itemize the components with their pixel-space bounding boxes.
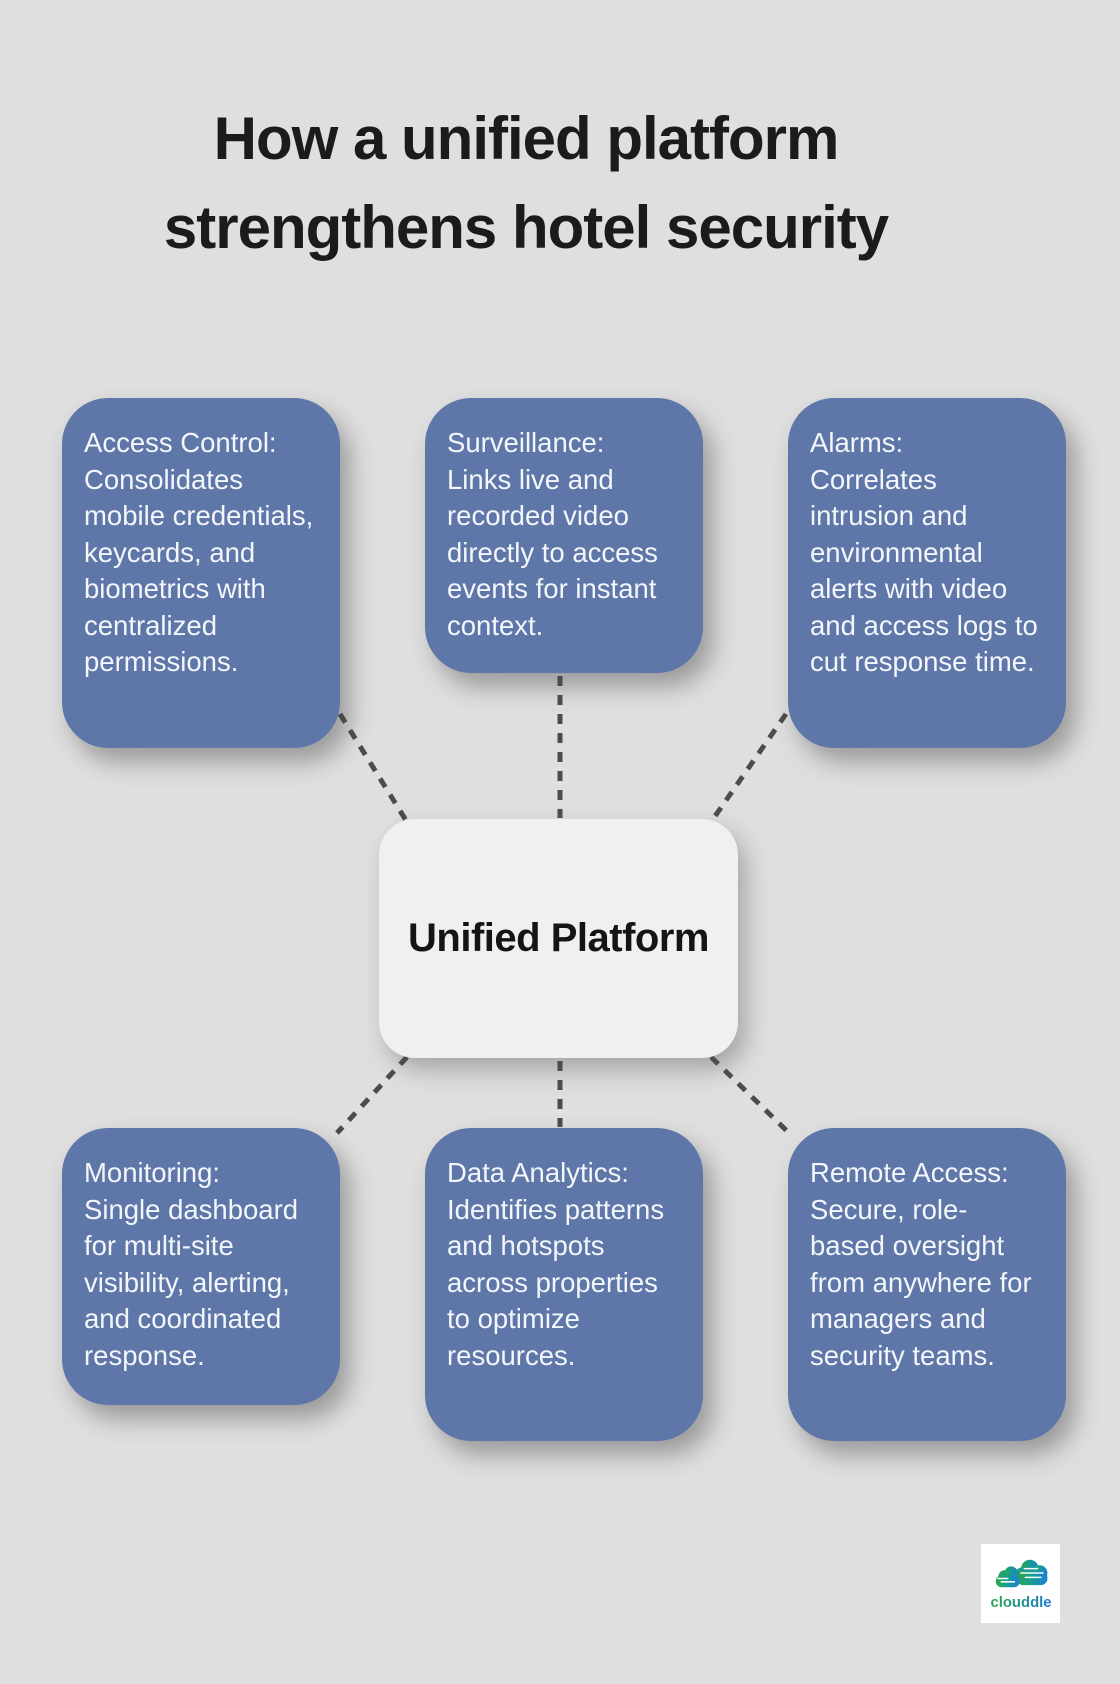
- connector-top-right: [708, 712, 789, 824]
- node-heading: Alarms:: [810, 427, 904, 458]
- page-title-line1: How a unified platform: [213, 105, 840, 172]
- node-body: Single dashboard for multi-site visibili…: [84, 1193, 299, 1371]
- node-access-control: Access Control: Consolidates mobile cred…: [62, 398, 340, 748]
- clouddle-brand-text: clouddle: [990, 1595, 1051, 1611]
- node-body: Secure, role-based oversight from anywhe…: [810, 1193, 1032, 1371]
- node-heading: Remote Access:: [810, 1157, 1009, 1188]
- connector-bottom-right: [709, 1055, 791, 1135]
- page-title-line2: strengthens hotel security: [163, 194, 889, 261]
- node-body: Links live and recorded video directly t…: [447, 463, 658, 641]
- node-data-analytics: Data Analytics: Identifies patterns and …: [425, 1128, 703, 1441]
- connector-top-left: [337, 712, 410, 824]
- page-title: How a unified platform strengthens hotel…: [0, 94, 1052, 272]
- node-heading: Access Control:: [84, 427, 277, 458]
- node-heading: Monitoring:: [84, 1157, 221, 1188]
- center-node-unified-platform: Unified Platform: [379, 819, 738, 1058]
- node-body: Identifies patterns and hotspots across …: [447, 1193, 665, 1371]
- node-surveillance: Surveillance: Links live and recorded vi…: [425, 398, 703, 673]
- clouddle-cloud-icon: clouddle: [990, 1559, 1051, 1611]
- node-monitoring: Monitoring: Single dashboard for multi-s…: [62, 1128, 340, 1405]
- node-heading: Surveillance:: [447, 427, 605, 458]
- node-heading: Data Analytics:: [447, 1157, 629, 1188]
- node-body: Consolidates mobile credentials, keycard…: [84, 463, 314, 678]
- clouddle-logo: clouddle: [981, 1544, 1060, 1623]
- node-alarms: Alarms: Correlates intrusion and environ…: [788, 398, 1066, 748]
- node-remote-access: Remote Access: Secure, role-based oversi…: [788, 1128, 1066, 1441]
- node-body: Correlates intrusion and environmental a…: [810, 463, 1038, 678]
- center-node-label: Unified Platform: [408, 916, 709, 960]
- connector-bottom-left: [335, 1055, 409, 1135]
